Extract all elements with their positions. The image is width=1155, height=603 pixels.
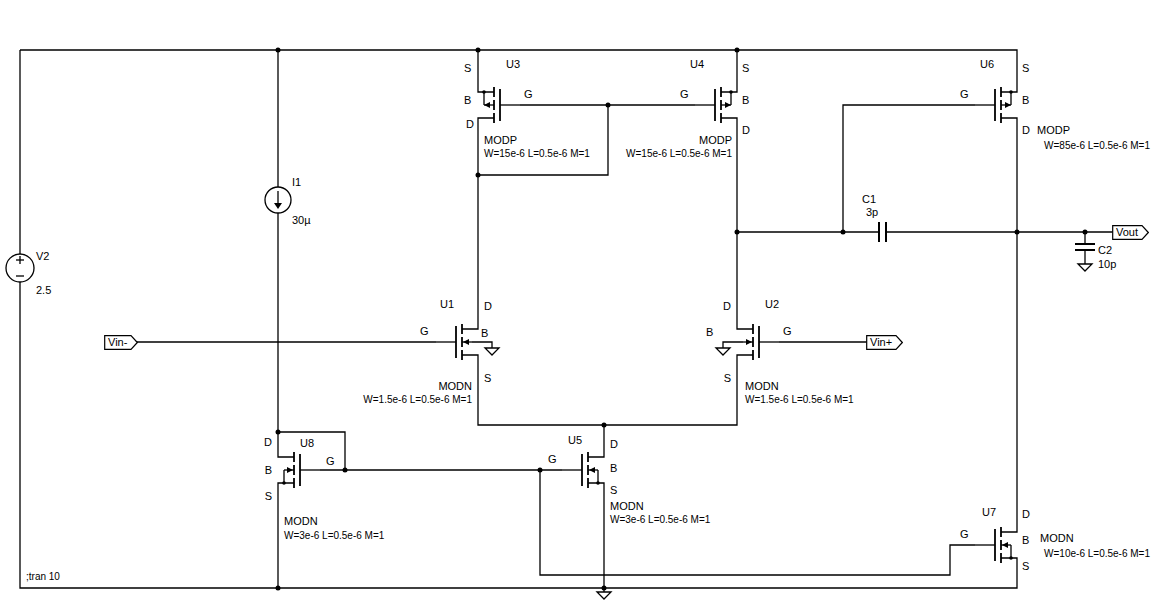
pin-label: B [481,327,488,340]
model-name: MODP [1037,124,1070,137]
pin-label: B [464,94,471,107]
component-value: I1 [292,176,301,189]
pin-label: G [783,325,792,338]
device-size: W=3e-6 L=0.5e-6 M=1 [284,530,384,542]
pin-label: D [264,436,272,449]
pin-label: D [610,438,618,451]
pin-label: S [484,372,491,385]
spice-directive: ;tran 10 [26,571,60,583]
capacitor-symbol [879,222,1095,250]
pin-label: S [1022,62,1029,75]
model-name: MODN [284,515,318,528]
pin-label: G [680,88,689,101]
part-name: U5 [568,434,582,447]
pin-label: S [464,62,471,75]
pin-label: S [724,372,731,385]
port-flag: Vout [1112,225,1149,240]
pin-label: G [548,453,557,466]
model-name: MODP [699,134,732,147]
port-flag: Vin+ [866,335,903,350]
device-size: W=15e-6 L=0.5e-6 M=1 [484,148,590,160]
model-name: MODN [438,380,472,393]
device-size: W=3e-6 L=0.5e-6 M=1 [610,514,710,526]
pin-label: B [1022,534,1029,547]
component-value: C1 [862,193,876,206]
pin-label: G [420,325,429,338]
component-value: 30µ [292,214,311,227]
pin-label: B [706,326,713,339]
pin-label: D [1022,124,1030,137]
pin-label: D [742,124,750,137]
pin-label: G [960,88,969,101]
part-name: U3 [506,58,520,71]
component-value: 3p [866,206,878,219]
wire [20,50,1125,592]
part-name: U7 [982,506,996,519]
junction-dot [276,48,1088,591]
part-name: U6 [980,58,994,71]
mosfet-symbol [278,79,1017,571]
port-name: Vout [1112,225,1149,240]
component-value: V2 [36,250,49,263]
part-name: U2 [765,298,779,311]
pin-label: B [742,94,749,107]
pin-label: G [326,455,335,468]
part-name: U4 [690,58,704,71]
pin-label: S [742,62,749,75]
device-size: W=1.5e-6 L=0.5e-6 M=1 [745,394,854,406]
pin-label: S [265,490,272,503]
device-size: W=10e-6 L=0.5e-6 M=1 [1044,548,1150,560]
pin-label: G [524,88,533,101]
port-name: Vin- [104,335,138,350]
component-value: 10p [1098,258,1116,271]
voltage-source-symbol [6,254,34,282]
pin-label: B [265,464,272,477]
device-size: W=85e-6 L=0.5e-6 M=1 [1044,140,1150,152]
part-name: U8 [300,437,314,450]
pin-label: D [723,300,731,313]
port-flag: Vin- [104,335,138,350]
port-name: Vin+ [866,335,903,350]
pin-label: S [1022,560,1029,573]
pin-label: S [610,484,617,497]
device-size: W=15e-6 L=0.5e-6 M=1 [626,148,732,160]
current-source-symbol [265,187,291,213]
ground-symbol [485,264,1092,599]
pin-label: D [466,118,474,131]
pin-label: B [1022,94,1029,107]
model-name: MODN [745,380,779,393]
pin-label: D [1022,508,1030,521]
model-name: MODP [484,134,517,147]
pin-label: G [960,528,969,541]
model-name: MODN [1040,532,1074,545]
part-name: U1 [440,298,454,311]
model-name: MODN [610,500,644,513]
pin-label: D [484,300,492,313]
pin-label: B [610,462,617,475]
device-size: W=1.5e-6 L=0.5e-6 M=1 [363,394,472,406]
component-value: 2.5 [36,284,51,297]
component-value: C2 [1098,244,1112,257]
